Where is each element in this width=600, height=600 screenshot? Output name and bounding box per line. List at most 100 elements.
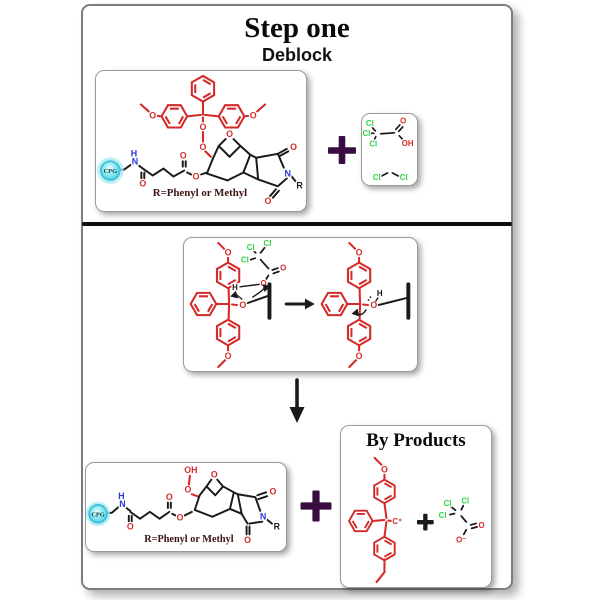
dmt-bonds	[215, 241, 238, 369]
reactant-structure: O O O O O O O N R O O O N H CPG R=Phenyl…	[96, 74, 304, 207]
atom-label: O	[270, 486, 277, 496]
hydroxyl-group: OH O	[183, 464, 200, 498]
atom-label: O	[127, 521, 134, 531]
atom-label: OH	[184, 465, 197, 475]
chain-bonds	[118, 160, 193, 180]
atom-label: Cl	[400, 173, 408, 182]
atom-label: Cl	[461, 497, 469, 506]
linker-chain: O O O N H	[118, 147, 208, 190]
attacking-acid: Cl Cl Cl O O H	[230, 238, 288, 300]
benzene-ring	[320, 291, 349, 317]
oh-bond	[375, 297, 379, 302]
trityl-cation: O C⁺	[348, 456, 403, 584]
trichloroacetate-anion: Cl Cl Cl O O⁻	[437, 495, 485, 545]
plus-operator	[300, 490, 332, 522]
atom-label: O	[166, 492, 173, 502]
atom-label: O	[260, 279, 266, 288]
plus-operator	[328, 136, 356, 164]
lone-pair-dot	[369, 296, 372, 298]
link-bond	[377, 297, 408, 306]
byproducts-box: By Products O C⁺ Cl Cl Cl O O⁻	[340, 425, 492, 588]
atom-label: O	[211, 470, 218, 480]
atom-label: O	[478, 521, 484, 530]
reactant-box: O O O O O O O N R O O O N H CPG R=Phenyl…	[95, 70, 307, 212]
atom-label: O	[280, 264, 286, 273]
atom-label: O	[265, 196, 272, 206]
atom-label: Cl	[241, 256, 249, 265]
byproducts-structure: O C⁺ Cl Cl Cl O O⁻	[348, 456, 486, 584]
atom-label: H	[232, 283, 238, 292]
curved-arrow	[252, 284, 271, 298]
atom-label: R	[296, 180, 303, 190]
dmt-bonds	[346, 241, 369, 369]
bead-circle	[99, 160, 121, 181]
atom-label: O	[290, 142, 297, 152]
acid-bonds	[249, 246, 280, 281]
bead-circle	[88, 504, 108, 524]
benzene-ring	[373, 535, 396, 562]
atom-label: N	[119, 499, 125, 509]
atom-label: Cl	[247, 243, 255, 252]
linker-chain: O O O N H	[105, 490, 193, 533]
reaction-arrow	[284, 298, 315, 310]
atom-label: O	[400, 116, 406, 125]
atom-label: O	[356, 248, 363, 258]
atom-label: O	[239, 300, 246, 310]
atom-label: N	[285, 168, 291, 178]
atom-label: OH	[402, 139, 414, 148]
atom-label: N	[260, 512, 266, 522]
bicycle-bonds	[193, 478, 235, 518]
oh-bond	[239, 283, 261, 288]
reagents-box: Cl Cl Cl O OH Cl Cl	[361, 113, 418, 186]
lone-pair-dot	[367, 299, 370, 301]
mechanism-structure: O O O Cl Cl Cl O O H O O O H	[189, 238, 411, 369]
benzene-ring	[189, 291, 218, 317]
atom-label: Cl	[264, 239, 272, 248]
atom-label: O	[250, 110, 257, 120]
bicycle-bonds	[205, 138, 252, 182]
mechanism-box: O O O Cl Cl Cl O O H O O O H	[183, 237, 418, 372]
atom-label: O	[356, 351, 363, 361]
atom-label: N	[132, 157, 138, 167]
atom-label: R	[274, 521, 281, 531]
atom-label: H	[377, 289, 383, 298]
section-divider	[82, 222, 512, 226]
bicyclic-core: O O O N R	[205, 128, 304, 207]
reagents-structure: Cl Cl Cl O OH Cl Cl	[362, 115, 415, 184]
r-group-caption: R=Phenyl or Methyl	[144, 534, 234, 545]
atom-label: Cl	[439, 511, 447, 520]
atom-label: Cl	[444, 499, 452, 508]
r-group-caption: R=Phenyl or Methyl	[153, 187, 247, 199]
imide-bonds	[228, 491, 273, 536]
benzene-ring	[348, 509, 374, 533]
down-arrow-icon	[289, 378, 305, 423]
ho-bonds	[187, 474, 200, 498]
link-bond	[246, 295, 269, 304]
atom-label: C⁺	[392, 517, 402, 526]
imide-bonds	[242, 147, 297, 199]
atom-label: O	[200, 122, 207, 132]
cpg-label: CPG	[104, 168, 118, 175]
dichloromethane: Cl Cl	[372, 172, 409, 184]
benzene-ring	[215, 318, 241, 347]
dmt-bonds	[139, 100, 267, 158]
atom-label: Cl	[373, 173, 381, 182]
product-box: OH O O O O N R O O O N H CPG R=Phenyl or…	[85, 462, 287, 552]
cpg-bead: CPG	[96, 157, 124, 184]
atom-label: O	[193, 171, 200, 181]
atom-label: O	[225, 248, 232, 258]
dmt-group: O O O O	[139, 74, 267, 158]
cpg-label: CPG	[91, 511, 104, 518]
atom-label: H	[118, 491, 124, 501]
atom-label: Cl	[362, 129, 370, 138]
dmt-ether-left: O O O	[189, 241, 272, 369]
atom-label: O	[226, 129, 233, 139]
benzene-ring	[160, 104, 189, 129]
atom-label: O	[225, 351, 232, 361]
atom-label: O	[244, 535, 251, 545]
cpg-bead: CPG	[86, 501, 111, 527]
atom-label: Cl	[369, 140, 377, 149]
atom-label: O	[180, 151, 187, 161]
atom-label: O⁻	[456, 536, 466, 545]
benzene-ring	[217, 104, 246, 129]
